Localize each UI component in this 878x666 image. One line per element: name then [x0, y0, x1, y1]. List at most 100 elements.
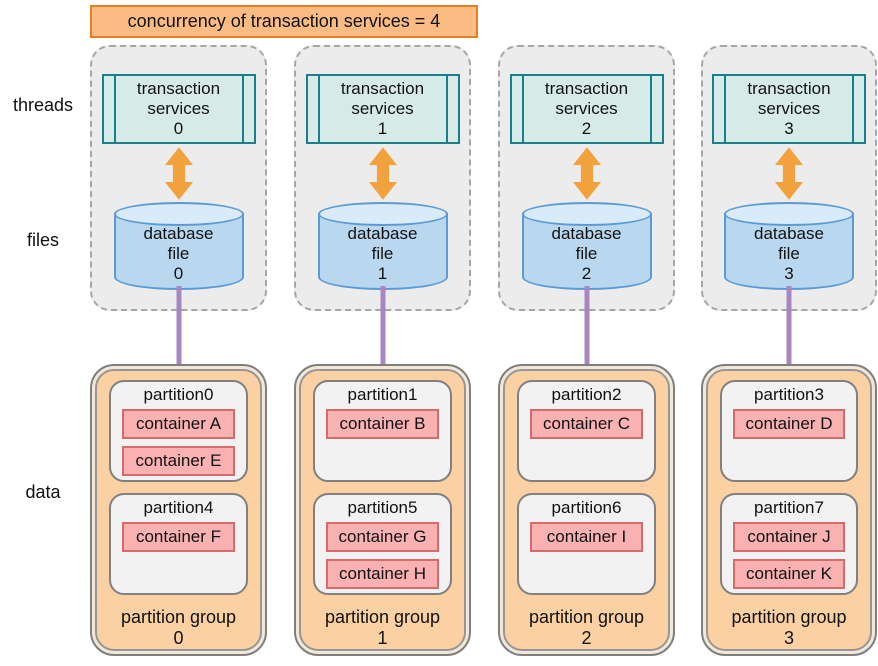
group-index: 1: [377, 628, 388, 648]
cylinder-top-ellipse: [521, 202, 652, 226]
thread-file-container-1: transaction services 1 database file 1: [294, 45, 471, 311]
container-box: container K: [733, 559, 845, 589]
service-left-strip: [714, 76, 726, 142]
group-index: 3: [783, 628, 794, 648]
connector-line-1: [380, 286, 385, 366]
service-index: 1: [377, 119, 388, 138]
partition-name: partition5: [347, 498, 418, 517]
partition-box: partition5 container G container H: [313, 493, 452, 595]
partition-box: partition2 container C: [517, 380, 656, 482]
service-label: transaction services: [544, 79, 629, 118]
partition-name: partition3: [754, 385, 824, 404]
file-label: database file: [143, 224, 214, 263]
container-box: container B: [326, 409, 439, 439]
database-file-cylinder-2: database file 2: [521, 202, 652, 290]
service-index: 0: [173, 119, 184, 138]
row-label-data: data: [25, 482, 61, 502]
partition-box: partition7 container J container K: [720, 493, 858, 595]
container-box: container G: [326, 522, 439, 552]
partition-box: partition4 container F: [109, 493, 248, 595]
partition-name: partition2: [551, 385, 622, 404]
cylinder-body: [113, 214, 244, 290]
transaction-services-box-3: transaction services 3: [712, 74, 866, 144]
file-label: database file: [754, 224, 824, 263]
service-right-strip: [852, 76, 864, 142]
cylinder-top-ellipse: [724, 202, 854, 226]
partition-name: partition6: [551, 498, 622, 517]
database-file-cylinder-0: database file 0: [113, 202, 244, 290]
partition-group-inner: partition1 container B partition5 contai…: [299, 369, 466, 651]
pipeline-column-3: transaction services 3 database file 3: [701, 0, 877, 666]
row-label-threads: threads: [12, 95, 74, 115]
container-box: container E: [122, 446, 235, 476]
database-file-cylinder-1: database file 1: [317, 202, 448, 290]
cylinder-top-ellipse: [113, 202, 244, 226]
partition-name: partition0: [143, 385, 214, 404]
partition-box: partition6 container I: [517, 493, 656, 595]
concurrency-banner: concurrency of transaction services = 4: [90, 5, 478, 38]
service-left-strip: [104, 76, 116, 142]
file-label: database file: [551, 224, 622, 263]
partition-name: partition4: [143, 498, 214, 517]
group-label: partition group: [120, 607, 237, 627]
service-right-strip: [241, 76, 254, 142]
service-index: 3: [784, 119, 794, 138]
service-label: transaction services: [136, 79, 221, 118]
partition-group-3: partition3 container D partition7 contai…: [701, 364, 877, 656]
transaction-services-box-2: transaction services 2: [509, 74, 664, 144]
pipeline-column-1: transaction services 1 database file 1: [294, 0, 471, 666]
thread-file-container-2: transaction services 2 database file 2: [498, 45, 675, 311]
partition-group-inner: partition0 container A container E parti…: [95, 369, 262, 651]
file-index: 1: [377, 264, 388, 283]
partition-group-1: partition1 container B partition5 contai…: [294, 364, 471, 656]
group-label: partition group: [528, 607, 645, 627]
partition-box: partition1 container B: [313, 380, 452, 482]
bidirectional-arrow-icon: [774, 147, 804, 200]
partition-box: partition3 container D: [720, 380, 858, 482]
container-box: container A: [122, 409, 235, 439]
service-left-strip: [308, 76, 320, 142]
partition-group-0: partition0 container A container E parti…: [90, 364, 267, 656]
file-index: 3: [784, 264, 794, 283]
file-label: database file: [347, 224, 418, 263]
partition-group-2: partition2 container C partition6 contai…: [498, 364, 675, 656]
container-box: container F: [122, 522, 235, 552]
bidirectional-arrow-icon: [368, 147, 397, 200]
row-label-files: files: [26, 230, 59, 250]
transaction-services-box-0: transaction services 0: [101, 74, 256, 144]
group-label: partition group: [324, 607, 441, 627]
group-index: 2: [581, 628, 592, 648]
partition-name: partition1: [347, 385, 418, 404]
partition-group-inner: partition2 container C partition6 contai…: [503, 369, 670, 651]
service-right-strip: [445, 76, 458, 142]
service-right-strip: [649, 76, 662, 142]
group-index: 0: [173, 628, 184, 648]
container-box: container J: [733, 522, 845, 552]
container-box: container I: [530, 522, 643, 552]
container-box: container C: [530, 409, 643, 439]
service-label: transaction services: [747, 79, 831, 118]
container-box: container H: [326, 559, 439, 589]
transaction-services-box-1: transaction services 1: [305, 74, 460, 144]
cylinder-top-ellipse: [317, 202, 448, 226]
group-label: partition group: [731, 607, 847, 627]
pipeline-column-2: transaction services 2 database file 2: [498, 0, 675, 666]
file-index: 2: [581, 264, 592, 283]
connector-line-3: [786, 286, 792, 366]
partition-box: partition0 container A container E: [109, 380, 248, 482]
container-box: container D: [733, 409, 845, 439]
service-label: transaction services: [340, 79, 425, 118]
connector-line-0: [176, 286, 181, 366]
partition-name: partition7: [754, 498, 824, 517]
bidirectional-arrow-icon: [164, 147, 193, 200]
service-index: 2: [581, 119, 592, 138]
thread-file-container-0: transaction services 0 database file 0: [90, 45, 267, 311]
database-file-cylinder-3: database file 3: [724, 202, 854, 290]
bidirectional-arrow-icon: [572, 147, 601, 200]
thread-file-container-3: transaction services 3 database file 3: [701, 45, 877, 311]
partition-group-inner: partition3 container D partition7 contai…: [706, 369, 872, 651]
connector-line-2: [584, 286, 589, 366]
file-index: 0: [173, 264, 184, 283]
pipeline-column-0: transaction services 0 database file 0: [90, 0, 267, 666]
